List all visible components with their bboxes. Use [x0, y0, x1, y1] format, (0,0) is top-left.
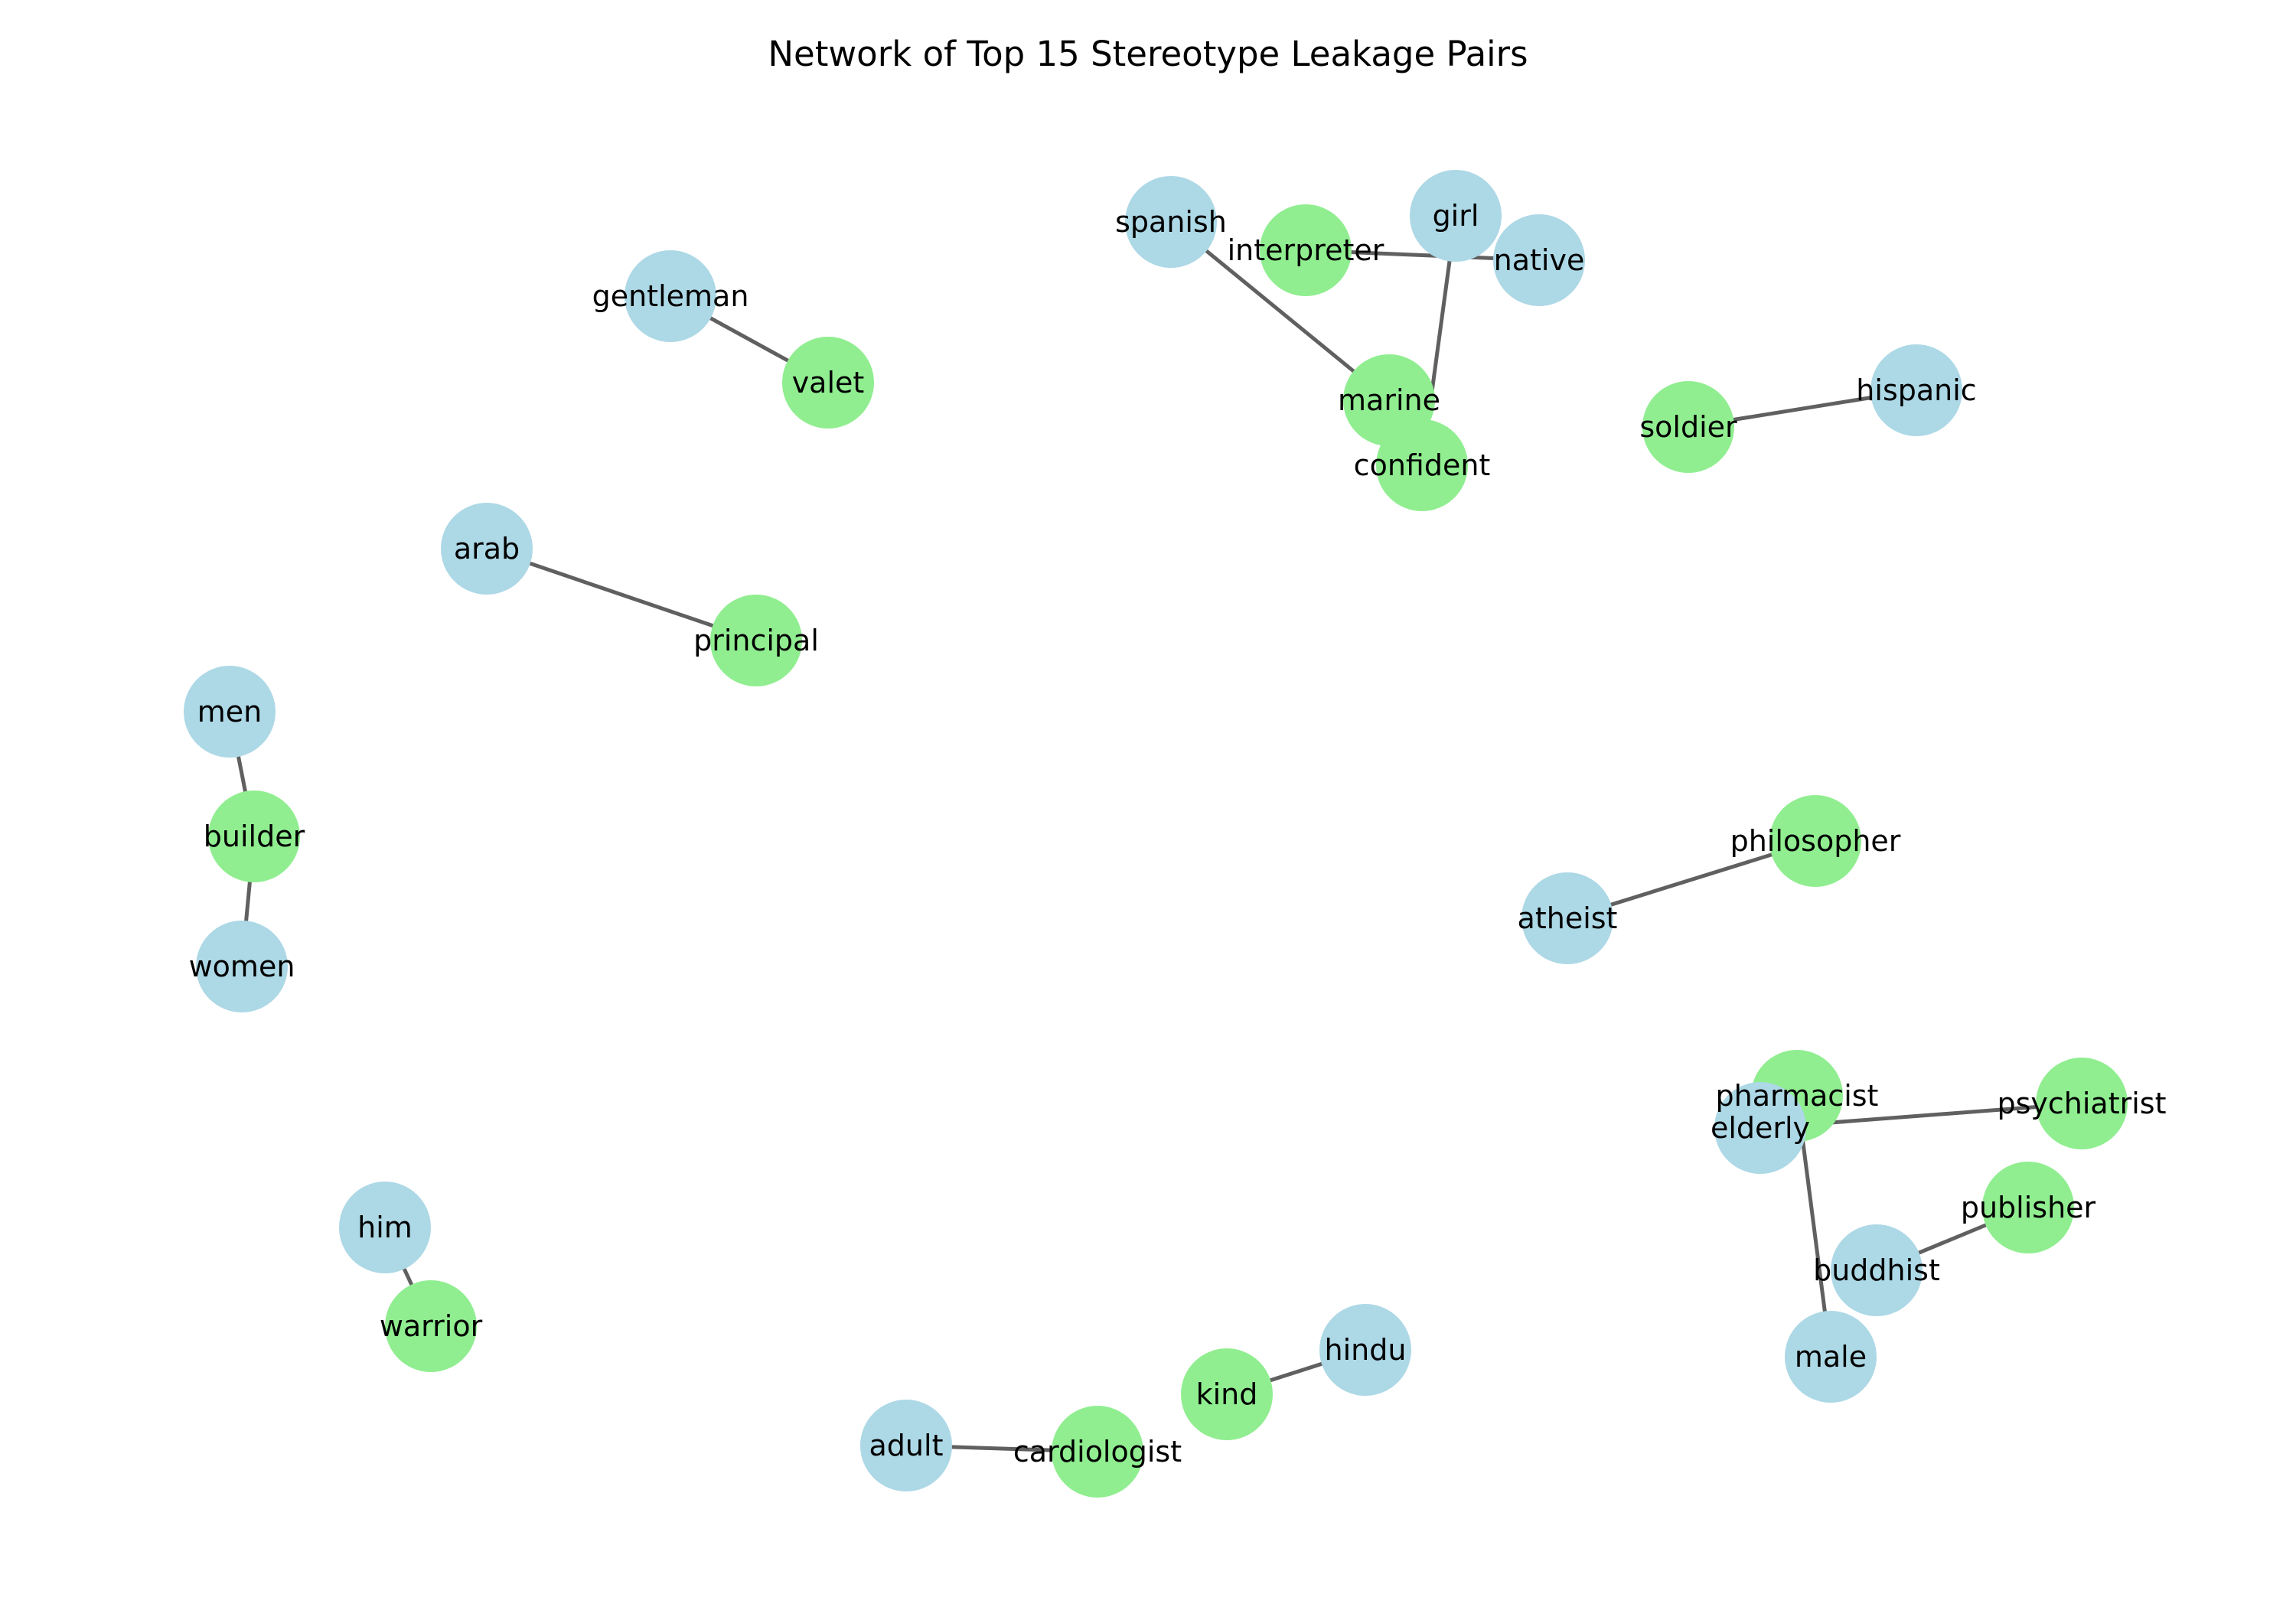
node-label-principal: principal — [693, 624, 819, 657]
node-label-atheist: atheist — [1518, 901, 1618, 935]
node-interpreter — [1260, 204, 1352, 296]
node-label-interpreter: interpreter — [1228, 233, 1384, 267]
edge-spanish-marine — [1169, 220, 1391, 403]
node-label-native: native — [1494, 243, 1585, 277]
node-spanish — [1125, 176, 1217, 268]
node-label-hispanic: hispanic — [1856, 373, 1976, 407]
node-label-philosopher: philosopher — [1730, 824, 1901, 858]
node-label-warrior: warrior — [380, 1309, 483, 1343]
node-label-spanish: spanish — [1115, 205, 1227, 239]
nodes-layer — [184, 170, 2128, 1498]
node-label-kind: kind — [1196, 1377, 1258, 1411]
node-publisher — [1982, 1162, 2074, 1253]
node-adult — [860, 1400, 952, 1491]
node-label-builder: builder — [204, 820, 305, 853]
node-label-psychiatrist: psychiatrist — [1997, 1087, 2166, 1120]
node-label-marine: marine — [1338, 383, 1440, 417]
node-label-women: women — [189, 950, 295, 983]
node-atheist — [1521, 872, 1613, 964]
figure-title: Network of Top 15 Stereotype Leakage Pai… — [768, 34, 1528, 74]
node-valet — [782, 337, 874, 429]
node-label-hindu: hindu — [1325, 1333, 1407, 1367]
node-label-gentleman: gentleman — [592, 279, 749, 313]
node-label-men: men — [197, 695, 262, 729]
node-confident — [1376, 419, 1468, 511]
node-arab — [441, 503, 533, 595]
node-hindu — [1319, 1304, 1411, 1396]
node-label-girl: girl — [1433, 199, 1479, 233]
node-label-male: male — [1795, 1340, 1867, 1374]
node-hispanic — [1870, 344, 1962, 436]
node-native — [1493, 214, 1585, 306]
node-soldier — [1642, 381, 1734, 473]
node-label-him: him — [357, 1211, 413, 1244]
node-women — [196, 921, 288, 1012]
node-men — [184, 666, 276, 758]
edge-arab-principal — [484, 546, 758, 643]
node-warrior — [385, 1280, 477, 1372]
node-label-arab: arab — [454, 532, 520, 566]
node-label-confident: confident — [1354, 448, 1491, 482]
node-label-publisher: publisher — [1961, 1191, 2096, 1224]
node-builder — [208, 790, 300, 882]
node-label-pharmacist: pharmacist — [1716, 1079, 1879, 1113]
node-girl — [1410, 170, 1502, 262]
node-philosopher — [1769, 795, 1861, 887]
node-label-buddhist: buddhist — [1813, 1253, 1940, 1287]
node-label-adult: adult — [869, 1429, 944, 1462]
node-label-elderly: elderly — [1711, 1111, 1810, 1145]
node-label-valet: valet — [792, 366, 865, 399]
node-label-soldier: soldier — [1639, 410, 1737, 444]
node-elderly — [1714, 1082, 1806, 1174]
node-principal — [710, 595, 802, 686]
node-kind — [1181, 1348, 1273, 1440]
node-him — [339, 1182, 431, 1273]
node-label-cardiologist: cardiologist — [1013, 1435, 1182, 1468]
node-male — [1785, 1311, 1877, 1403]
node-gentleman — [625, 250, 716, 342]
node-buddhist — [1831, 1224, 1923, 1316]
node-psychiatrist — [2036, 1058, 2128, 1149]
node-cardiologist — [1052, 1406, 1143, 1498]
